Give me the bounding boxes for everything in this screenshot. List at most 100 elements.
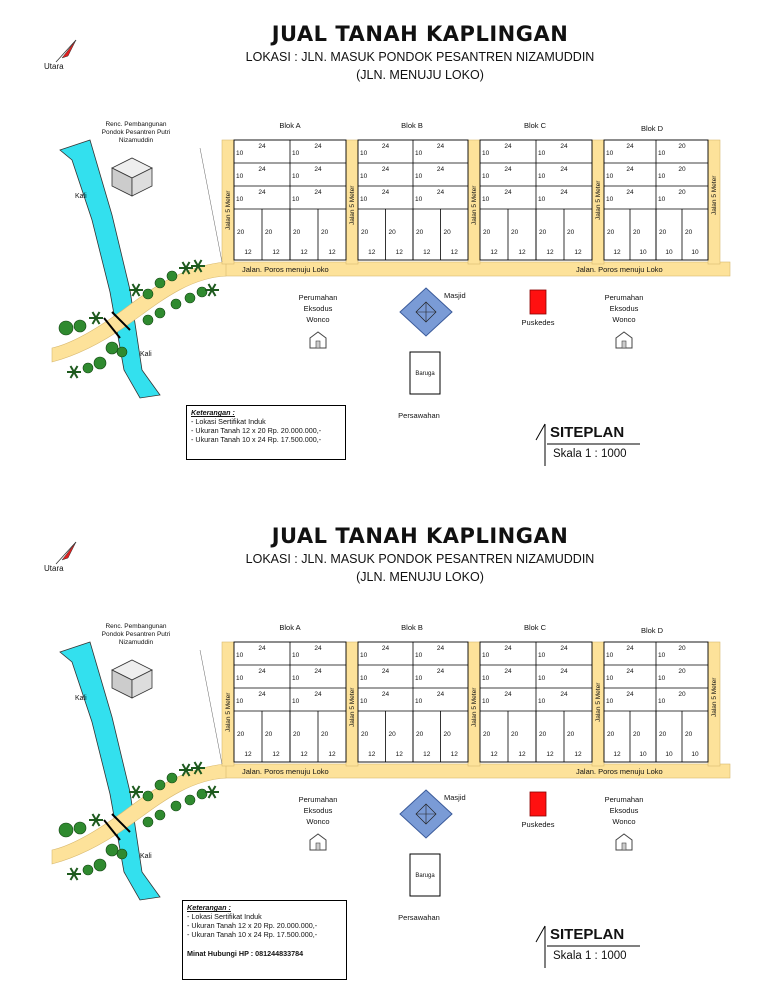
lot-depth-label: 10 — [606, 652, 614, 659]
lot-width-label: 24 — [626, 189, 634, 196]
lot-width-label: 24 — [504, 166, 512, 173]
lot-depth-label: 10 — [482, 675, 490, 682]
palm-icon — [179, 261, 193, 275]
planned-building-label: Pondok Pesantren Putri — [102, 631, 171, 638]
palm-leaf — [131, 785, 137, 793]
lot-depth-label: 10 — [360, 652, 368, 659]
lot-width-label: 24 — [560, 189, 568, 196]
lot-width-label: 24 — [560, 668, 568, 675]
planned-building-label: Renc. Pembangunan — [105, 121, 166, 128]
palm-leaf — [181, 267, 187, 275]
siteplan-title: SITEPLAN — [550, 424, 625, 441]
palm-leaf — [131, 791, 137, 799]
legend-item: - Ukuran Tanah 12 x 20 Rp. 20.000.000,- — [191, 426, 322, 435]
lot-width-label: 12 — [396, 249, 404, 256]
lot-width-label: 24 — [258, 189, 266, 196]
lot-width-label: 24 — [560, 645, 568, 652]
lot-width-label: 10 — [691, 249, 699, 256]
tree-icon — [82, 362, 94, 374]
side-road-label: Jalan 5 Meter — [595, 180, 602, 220]
lot-depth-label: 20 — [483, 731, 491, 738]
palm-leaf — [193, 265, 199, 273]
lot-width-label: 12 — [272, 249, 280, 256]
house-body — [309, 331, 327, 349]
palm-icon — [67, 365, 81, 379]
block-label: Blok C — [524, 623, 547, 632]
lot-width-label: 12 — [328, 751, 336, 758]
palm-leaf — [73, 867, 79, 875]
lot-depth-label: 10 — [538, 652, 546, 659]
side-road-label: Jalan 5 Meter — [225, 692, 232, 732]
tree-icon — [154, 809, 166, 821]
lot-width-label: 12 — [300, 249, 308, 256]
field-label: Persawahan — [398, 913, 440, 922]
siteplan-title: SITEPLAN — [550, 926, 625, 943]
main-road-label: Jalan. Poros menuju Loko — [576, 767, 663, 776]
tree-icon — [184, 292, 196, 304]
lot-width-label: 12 — [423, 249, 431, 256]
lot-width-label: 12 — [244, 249, 252, 256]
lot-depth-label: 10 — [292, 652, 300, 659]
field-label: Persawahan — [398, 411, 440, 420]
tree-icon — [73, 319, 87, 333]
house-icon — [615, 331, 633, 349]
housing-label: Perumahan — [605, 795, 644, 804]
lot-width-label: 24 — [437, 143, 445, 150]
clinic-icon — [529, 791, 547, 817]
housing-label: Wonco — [612, 315, 635, 324]
north-arrow-shaft — [55, 541, 77, 565]
lot-depth-label: 10 — [292, 698, 300, 705]
planned-building-label: Nizamuddin — [119, 639, 154, 646]
tree-icon — [154, 277, 166, 289]
river-label: Kali — [75, 695, 87, 702]
housing-label: Eksodus — [304, 806, 333, 815]
lot-depth-label: 10 — [360, 150, 368, 157]
lot-width-label: 24 — [560, 166, 568, 173]
lot-width-label: 24 — [504, 691, 512, 698]
palm-icon — [129, 283, 143, 297]
lot-width-label: 12 — [368, 249, 376, 256]
lot-depth-label: 10 — [415, 196, 423, 203]
house-body — [615, 833, 633, 851]
lot-depth-label: 10 — [606, 173, 614, 180]
palm-leaf — [211, 289, 217, 297]
block-label: Blok B — [401, 121, 423, 130]
lot-width-label: 12 — [272, 751, 280, 758]
tree-icon — [73, 821, 87, 835]
lot-depth-label: 10 — [538, 173, 546, 180]
house-door — [621, 340, 627, 349]
tree-icon — [166, 270, 178, 282]
house-icon — [309, 331, 327, 349]
palm-leaf — [185, 769, 191, 777]
lot-depth-label: 10 — [482, 196, 490, 203]
housing-label: Wonco — [306, 315, 329, 324]
river-label: Kali — [140, 853, 152, 860]
house-icon — [615, 833, 633, 851]
tree-icon — [142, 288, 154, 300]
lot-width-label: 24 — [314, 668, 322, 675]
palm-icon — [89, 813, 103, 827]
lot-depth-label: 20 — [539, 229, 547, 236]
side-road-label: Jalan 5 Meter — [711, 677, 718, 717]
lot-width-label: 12 — [396, 751, 404, 758]
lot-depth-label: 10 — [482, 698, 490, 705]
lot-width-label: 24 — [504, 668, 512, 675]
location-line: LOKASI : JLN. MASUK PONDOK PESANTREN NIZ… — [245, 552, 595, 566]
lot-depth-label: 10 — [538, 698, 546, 705]
housing-label: Eksodus — [610, 304, 639, 313]
lot-depth-label: 10 — [415, 652, 423, 659]
lot-depth-label: 10 — [236, 652, 244, 659]
tree-icon — [116, 848, 128, 860]
side-road-label: Jalan 5 Meter — [595, 682, 602, 722]
lot-depth-label: 20 — [321, 731, 329, 738]
lot-width-label: 24 — [560, 691, 568, 698]
lot-width-label: 20 — [678, 189, 686, 196]
house-icon — [309, 833, 327, 851]
lot-depth-label: 10 — [360, 675, 368, 682]
palm-icon — [89, 311, 103, 325]
lot-width-label: 24 — [258, 691, 266, 698]
palm-icon — [205, 283, 219, 297]
palm-leaf — [197, 761, 203, 769]
lot-depth-label: 20 — [361, 229, 369, 236]
